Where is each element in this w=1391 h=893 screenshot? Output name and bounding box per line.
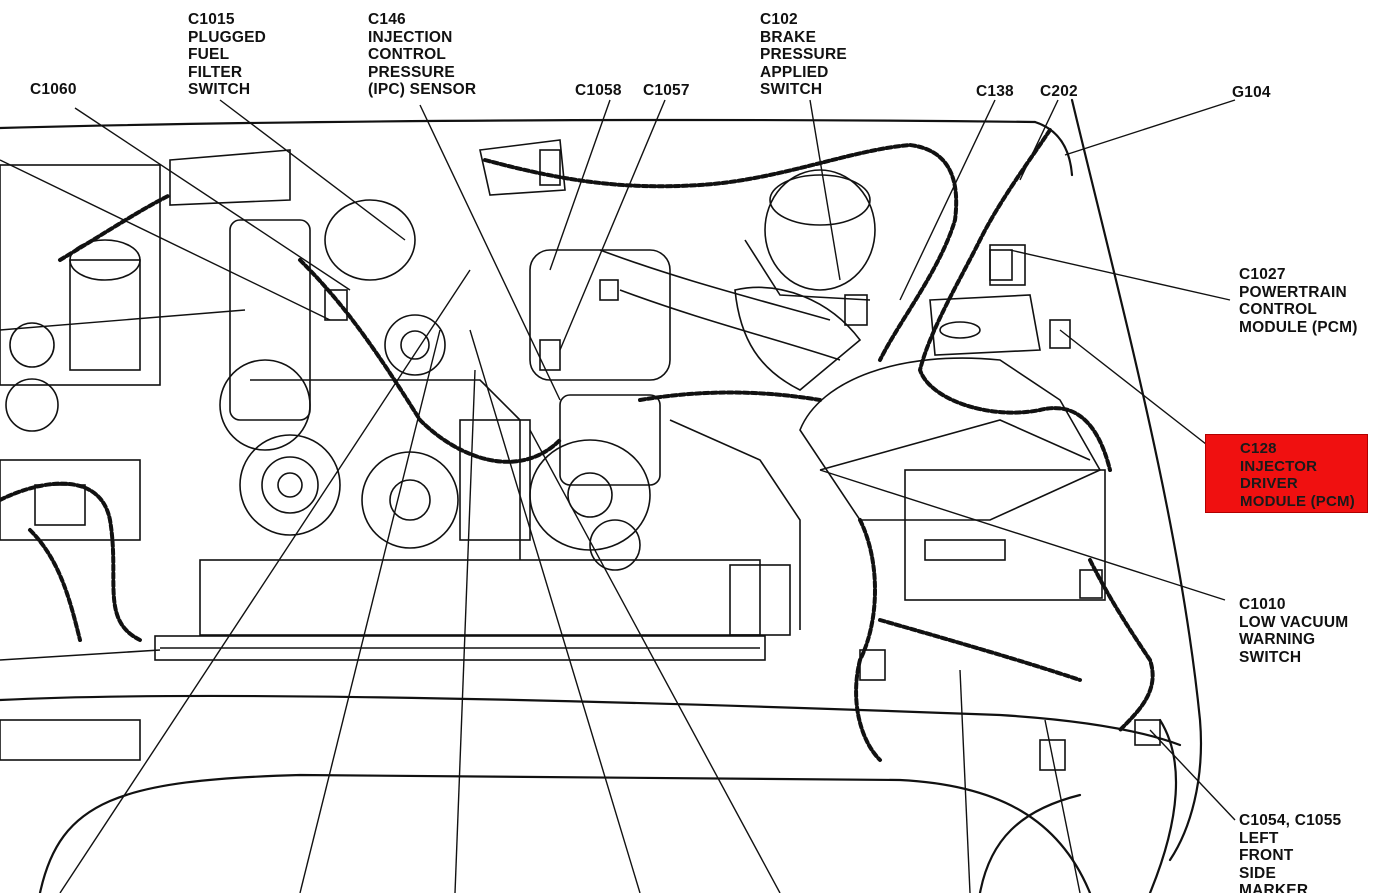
wiring-harness: [0, 128, 1155, 762]
callout-c146: C146 INJECTION CONTROL PRESSURE (IPC) SE…: [368, 11, 477, 98]
callout-c128: C128 INJECTOR DRIVER MODULE (PCM): [1240, 440, 1355, 510]
connector-blocks: [324, 149, 1161, 771]
callout-c1054-c1055: C1054, C1055 LEFT FRONT SIDE MARKER: [1239, 812, 1342, 893]
callout-c1027: C1027 POWERTRAIN CONTROL MODULE (PCM): [1239, 266, 1358, 336]
callout-g104: G104: [1232, 84, 1271, 101]
callout-c1015: C1015 PLUGGED FUEL FILTER SWITCH: [188, 11, 267, 98]
callout-c128-highlight: C128 INJECTOR DRIVER MODULE (PCM): [1205, 434, 1368, 513]
callout-c1060: C1060: [30, 81, 77, 98]
callout-c102: C102 BRAKE PRESSURE APPLIED SWITCH: [760, 11, 847, 98]
hood-outline: [0, 98, 1203, 893]
engine-block: [199, 199, 801, 636]
callout-c138: C138: [976, 83, 1014, 100]
callout-c1058: C1058: [575, 82, 622, 99]
callout-leaders: [0, 99, 1236, 893]
air-intake-and-booster: [479, 139, 876, 391]
callout-c1057: C1057: [643, 82, 690, 99]
callout-c1010: C1010 LOW VACUUM WARNING SWITCH: [1239, 596, 1349, 666]
radiator-support: [0, 635, 766, 761]
callout-c202: C202: [1040, 83, 1078, 100]
